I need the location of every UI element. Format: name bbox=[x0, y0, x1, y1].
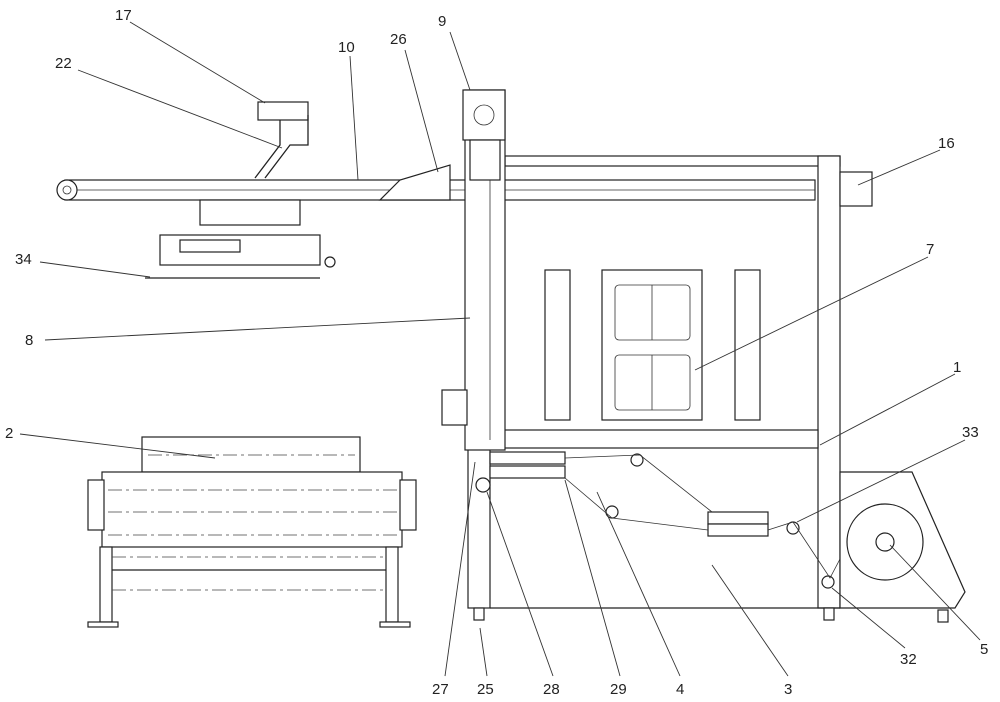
label-2: 2 bbox=[5, 425, 13, 442]
label-25: 25 bbox=[477, 681, 494, 698]
stacking-area bbox=[544, 269, 761, 421]
label-3: 3 bbox=[784, 681, 792, 698]
conveyor bbox=[87, 436, 417, 628]
label-32: 32 bbox=[900, 651, 917, 668]
label-17: 17 bbox=[115, 7, 132, 24]
label-29: 29 bbox=[610, 681, 627, 698]
label-10: 10 bbox=[338, 39, 355, 56]
label-9: 9 bbox=[438, 13, 446, 30]
label-34: 34 bbox=[15, 251, 32, 268]
film-roll-housing bbox=[839, 471, 966, 609]
label-33: 33 bbox=[962, 424, 979, 441]
gripper bbox=[145, 101, 336, 279]
label-5: 5 bbox=[980, 641, 988, 658]
vertical-column bbox=[441, 89, 506, 451]
film-rollers bbox=[475, 451, 851, 589]
label-28: 28 bbox=[543, 681, 560, 698]
label-7: 7 bbox=[926, 241, 934, 258]
label-22: 22 bbox=[55, 55, 72, 72]
label-8: 8 bbox=[25, 332, 33, 349]
arm-beam bbox=[56, 164, 816, 201]
label-27: 27 bbox=[432, 681, 449, 698]
label-1: 1 bbox=[953, 359, 961, 376]
leader-lines bbox=[19, 21, 981, 677]
label-26: 26 bbox=[390, 31, 407, 48]
label-16: 16 bbox=[938, 135, 955, 152]
reference-numerals: 17 22 10 26 9 16 34 7 8 1 2 33 27 25 28 … bbox=[5, 7, 988, 698]
label-4: 4 bbox=[676, 681, 684, 698]
